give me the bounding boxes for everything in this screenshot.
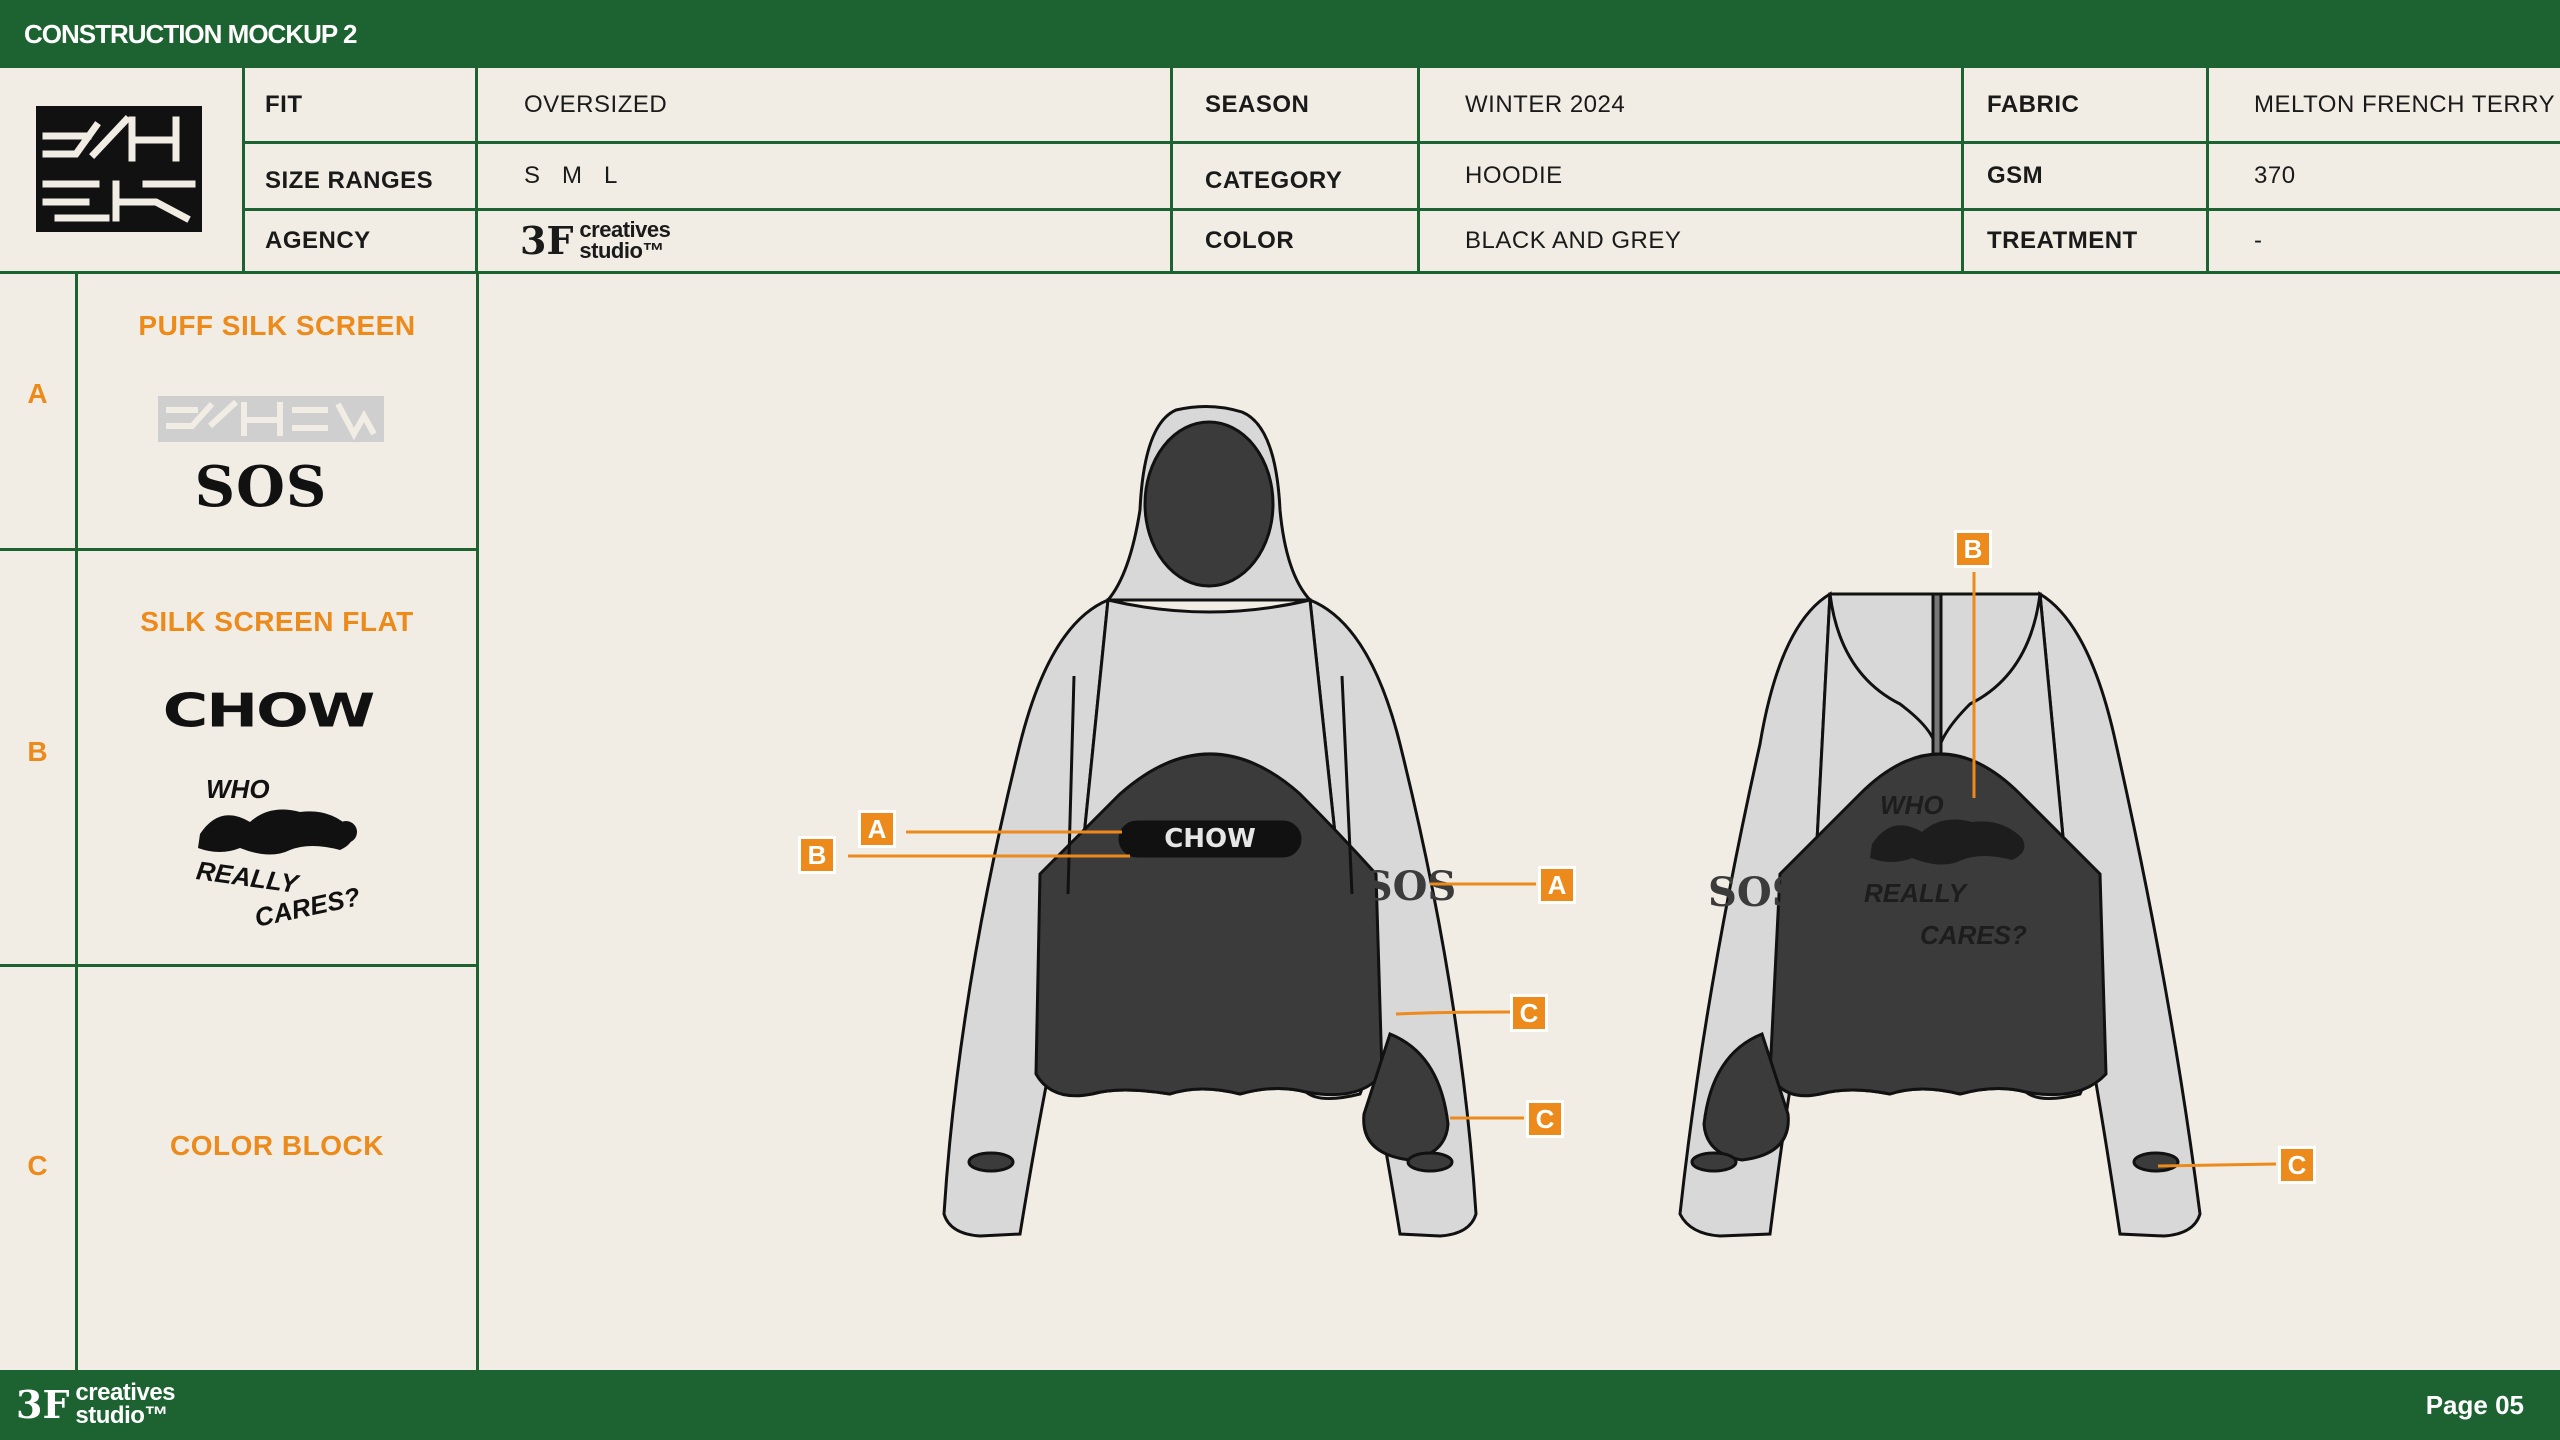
gsm-label: GSM — [1987, 162, 2044, 189]
legend-letter-a: A — [27, 378, 48, 409]
callout-a-front-sleeve: A — [1538, 866, 1576, 904]
back-graphic-who: WHO — [1880, 790, 1944, 820]
callout-b-back-print: B — [1954, 530, 1992, 568]
gsm-value: 370 — [2254, 162, 2296, 189]
callout-c-front-body: C — [1510, 994, 1548, 1032]
back-sleeve-print: SOS — [1708, 869, 1801, 916]
callout-c-front-sleeve: C — [1526, 1100, 1564, 1138]
color-value: BLACK AND GREY — [1465, 227, 1682, 254]
callout-leader-lines — [848, 572, 2277, 1168]
season-value: WINTER 2024 — [1465, 90, 1626, 118]
legend-row-divider — [0, 964, 478, 967]
category-value: HOODIE — [1465, 162, 1563, 189]
legend-row-divider — [0, 548, 478, 551]
brand-logo-icon — [36, 106, 202, 232]
legend-divider — [476, 274, 479, 1370]
size-ranges-label: SIZE RANGES — [265, 167, 434, 194]
page-number: Page 05 — [2425, 1389, 2524, 1420]
brand-logo — [36, 106, 202, 232]
spec-divider — [2206, 68, 2209, 274]
puff-print-wordmark-icon — [158, 396, 384, 442]
spec-divider — [1170, 68, 1173, 274]
footer-agency-line2: studio™ — [75, 1402, 168, 1429]
legend-title-c: COLOR BLOCK — [170, 1130, 384, 1161]
legend-letter-c: C — [27, 1150, 48, 1181]
footer-agency-line1: creatives — [75, 1379, 176, 1407]
document-title: CONSTRUCTION MOCKUP 2 — [24, 18, 357, 49]
spec-row-divider — [242, 141, 2560, 144]
callout-c-back-cuff: C — [2278, 1146, 2316, 1184]
spec-table: FIT OVERSIZED SEASON WINTER 2024 FABRIC … — [0, 68, 2560, 274]
fabric-value: MELTON FRENCH TERRY — [2254, 90, 2556, 118]
callout-b-front-chest: B — [798, 836, 836, 874]
spec-row-divider — [242, 208, 2560, 211]
agency-label: AGENCY — [265, 227, 371, 254]
legend-divider — [75, 274, 78, 1370]
spec-divider — [242, 68, 245, 274]
spec-divider — [1417, 68, 1420, 274]
front-sleeve-print: SOS — [1364, 863, 1457, 910]
agency-line2: studio™ — [579, 238, 664, 263]
graphic-text-who: WHO — [206, 774, 270, 804]
puff-print-sos: SOS — [194, 454, 328, 520]
legend-title-b: SILK SCREEN FLAT — [140, 606, 414, 637]
hoodie-front-view — [942, 404, 1478, 1238]
front-chest-print: CHOW — [1164, 824, 1256, 854]
fabric-label: FABRIC — [1987, 90, 2080, 118]
fit-label: FIT — [265, 90, 303, 118]
spec-divider — [475, 68, 478, 274]
treatment-label: TREATMENT — [1987, 227, 2138, 254]
season-label: SEASON — [1205, 90, 1310, 118]
color-label: COLOR — [1205, 227, 1295, 254]
who-really-cares-graphic-icon — [198, 809, 357, 855]
callout-a-front-chest: A — [858, 810, 896, 848]
size-ranges-value: S M L — [524, 162, 618, 189]
back-graphic-really: REALLY — [1864, 878, 1969, 908]
print-legend: A PUFF SILK SCREEN SOS B SILK SCREEN FLA… — [0, 274, 480, 1370]
agency-line1: creatives — [579, 217, 671, 243]
flat-print-chow: CHOW — [162, 683, 375, 738]
garment-drawing-area: CHOW SOS WHO REALLY CARES? SOS — [480, 274, 2560, 1370]
spec-divider — [1961, 68, 1964, 274]
back-graphic-cares: CARES? — [1920, 920, 2027, 950]
back-graphic-print — [1870, 819, 2025, 865]
agency-mark: 3F — [520, 218, 574, 263]
legend-letter-b: B — [27, 736, 48, 767]
document-title-bar: CONSTRUCTION MOCKUP 2 — [0, 0, 2560, 68]
category-label: CATEGORY — [1205, 167, 1343, 194]
hoodie-back-view — [1678, 591, 2202, 1238]
footer-agency-mark: 3F — [16, 1382, 70, 1427]
treatment-value: - — [2254, 227, 2263, 254]
legend-title-a: PUFF SILK SCREEN — [138, 310, 416, 341]
hoodie-flat-sketch: CHOW SOS WHO REALLY CARES? SOS — [848, 404, 2277, 1238]
fit-value: OVERSIZED — [524, 90, 668, 118]
